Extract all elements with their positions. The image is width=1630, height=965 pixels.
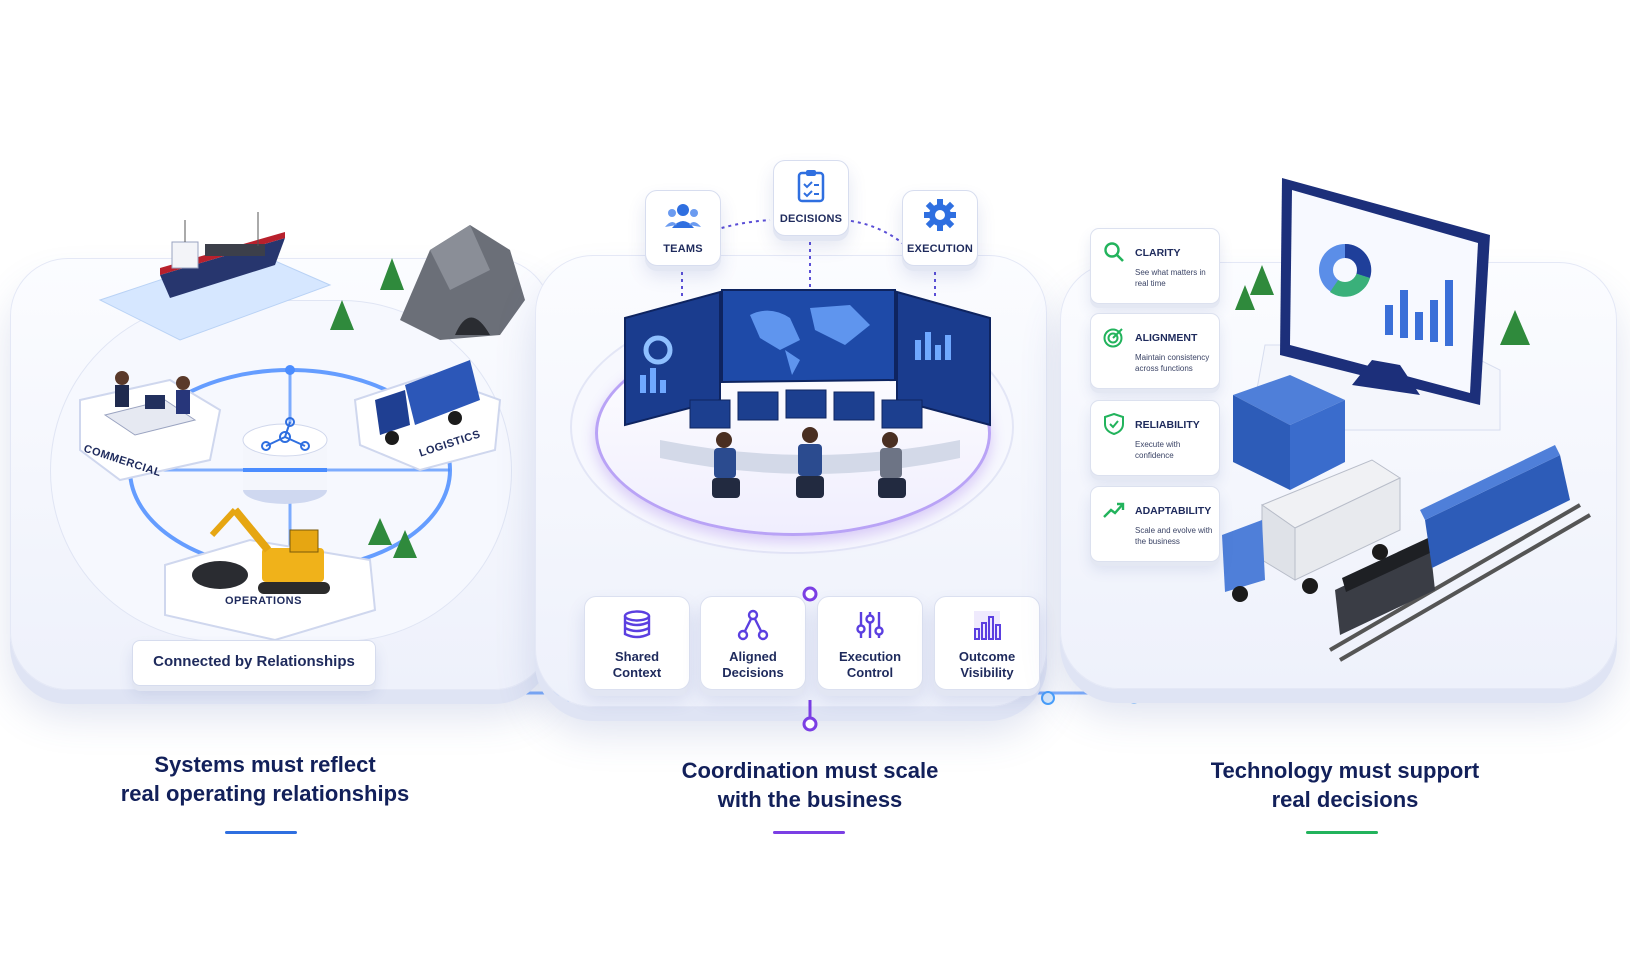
feature-line: Execution: [838, 649, 902, 664]
card-reliability: RELIABILITY Execute with confidence: [1090, 400, 1220, 476]
caption-left: Systems must reflect real operating rela…: [90, 750, 440, 808]
chip-execution-label: EXECUTION: [907, 243, 973, 255]
caption-right: Technology must support real decisions: [1170, 756, 1520, 814]
ring-dot: [285, 365, 295, 375]
caption-center-line2: with the business: [717, 787, 903, 812]
card-adaptability: ADAPTABILITY Scale and evolve with the b…: [1090, 486, 1220, 562]
target-icon: [1103, 328, 1123, 348]
card-alignment-desc: Maintain consistency across functions: [1135, 353, 1210, 373]
caption-left-underline: [225, 831, 297, 834]
chip-execution: EXECUTION: [902, 190, 978, 266]
trees: [330, 258, 417, 558]
caption-center-underline: [773, 831, 845, 834]
trees: [1235, 265, 1530, 345]
card-adaptability-title: ADAPTABILITY: [1135, 505, 1212, 517]
feature-outcome-visibility-label: Outcome Visibility: [939, 649, 1035, 681]
operators: [712, 427, 906, 498]
feature-execution-control-label: Execution Control: [822, 649, 918, 681]
feature-line: Shared: [614, 649, 660, 664]
chip-decisions: DECISIONS: [773, 160, 849, 236]
feature-line: Decisions: [722, 665, 784, 680]
caption-center-line1: Coordination must scale: [681, 758, 939, 783]
chip-teams: TEAMS: [645, 190, 721, 266]
feature-aligned-decisions: Aligned Decisions: [700, 596, 806, 690]
clipboard-check-icon: [797, 170, 825, 203]
trend-up-icon: [1103, 502, 1125, 518]
office-desk: [103, 371, 197, 436]
teams-icon: [665, 204, 701, 228]
purple-node: [802, 586, 818, 602]
video-wall: [624, 289, 991, 427]
card-alignment-title: ALIGNMENT: [1135, 332, 1198, 344]
feature-aligned-decisions-label: Aligned Decisions: [705, 649, 801, 681]
card-reliability-desc: Execute with confidence: [1135, 440, 1181, 460]
relationships-badge-label: Connected by Relationships: [153, 653, 355, 670]
feature-shared-context: Shared Context: [584, 596, 690, 690]
freight-train: [1328, 445, 1592, 662]
card-clarity-title: CLARITY: [1135, 247, 1181, 259]
cargo-ship: [160, 212, 285, 298]
feature-line: Aligned: [729, 649, 777, 664]
caption-center: Coordination must scale with the busines…: [630, 756, 990, 814]
shipping-container: [1233, 375, 1345, 490]
caption-right-line2: real decisions: [1271, 787, 1419, 812]
feature-line: Context: [612, 665, 662, 680]
feature-outcome-visibility: Outcome Visibility: [934, 596, 1040, 690]
caption-right-line1: Technology must support: [1210, 758, 1480, 783]
feature-shared-context-label: Shared Context: [589, 649, 685, 681]
sliders-icon: [856, 612, 884, 638]
feature-line: Visibility: [960, 665, 1014, 680]
card-adaptability-desc: Scale and evolve with the business: [1135, 526, 1213, 546]
excavator: [192, 507, 330, 594]
caption-left-line1: Systems must reflect: [154, 752, 376, 777]
card-alignment: ALIGNMENT Maintain consistency across fu…: [1090, 313, 1220, 389]
left-illustration: [79, 212, 525, 642]
search-icon: [1104, 242, 1124, 262]
card-clarity-desc: See what matters in real time: [1135, 268, 1206, 288]
feature-execution-control: Execution Control: [817, 596, 923, 690]
connector-node: [1041, 691, 1055, 705]
chip-decisions-label: DECISIONS: [779, 213, 843, 225]
database-icon: [623, 610, 651, 639]
semi-truck: [1222, 459, 1402, 602]
node-label-operations: OPERATIONS: [225, 595, 302, 607]
caption-left-line2: real operating relationships: [120, 781, 410, 806]
card-reliability-title: RELIABILITY: [1135, 419, 1200, 431]
card-clarity: CLARITY See what matters in real time: [1090, 228, 1220, 304]
purple-node: [802, 716, 818, 732]
feature-line: Outcome: [958, 649, 1016, 664]
dashboard-monitor: [1280, 178, 1490, 405]
relationships-badge: Connected by Relationships: [132, 640, 376, 686]
bar-chart-icon: [974, 611, 1001, 640]
chip-teams-label: TEAMS: [663, 243, 703, 255]
branch-icon: [737, 609, 769, 641]
shield-check-icon: [1104, 413, 1124, 435]
gear-icon: [924, 199, 956, 231]
caption-right-underline: [1306, 831, 1378, 834]
feature-line: Control: [846, 665, 894, 680]
truck: [375, 360, 480, 445]
rock-mountain: [400, 225, 525, 340]
network-hub-icon: [242, 417, 328, 504]
